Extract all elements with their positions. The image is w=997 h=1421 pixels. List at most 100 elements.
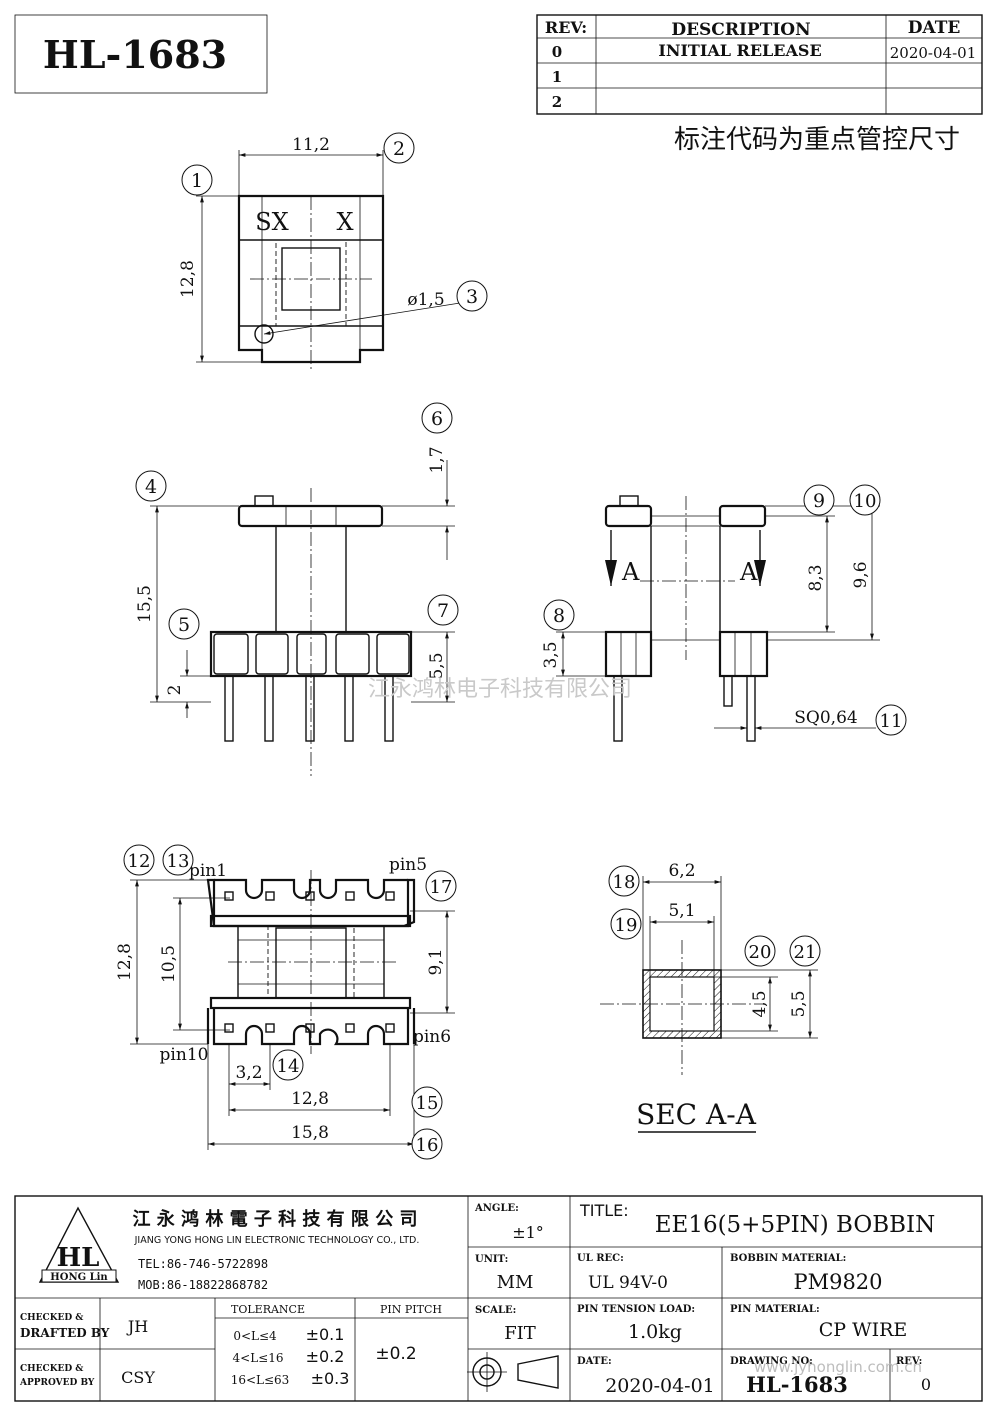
date-header: DATE	[908, 18, 961, 38]
svg-text:7: 7	[437, 600, 449, 622]
dim-bottom-height: 12,8	[115, 943, 135, 981]
balloon-1: 1	[181, 164, 213, 196]
tolerance-value-3: ±0.3	[311, 1369, 350, 1388]
title-label: TITLE:	[579, 1201, 629, 1220]
svg-text:14: 14	[277, 1056, 300, 1077]
dim-overall-height: 15,5	[135, 585, 155, 623]
svg-text:9: 9	[813, 490, 825, 512]
balloon-8: 8	[543, 599, 575, 631]
dim-top-height: 12,8	[178, 260, 198, 298]
section-arrow-right-label: A	[739, 558, 758, 586]
balloon-6: 6	[421, 402, 453, 434]
approved-by: CSY	[121, 1368, 155, 1387]
balloon-10: 10	[849, 484, 881, 516]
scale-label: SCALE:	[475, 1305, 516, 1316]
projection-symbol-icon	[467, 1352, 559, 1392]
bobbin-material-value: PM9820	[793, 1270, 882, 1294]
balloon-18: 18	[608, 865, 640, 897]
balloon-7: 7	[427, 594, 459, 626]
svg-text:8: 8	[553, 605, 565, 627]
pin6-label: pin6	[413, 1027, 451, 1047]
pin-tension-value: 1.0kg	[628, 1321, 682, 1343]
part-number-box: HL-1683	[14, 14, 268, 94]
dim-lower-height: 3,5	[541, 641, 561, 668]
checked-approved-label-2: APPROVED BY	[19, 1378, 95, 1388]
dim-sec-outer-w: 6,2	[668, 861, 695, 881]
rev-1: 1	[552, 68, 562, 86]
balloon-11: 11	[875, 704, 907, 736]
date-label: DATE:	[577, 1356, 612, 1367]
tolerance-label: TOLERANCE	[231, 1303, 305, 1316]
balloon-21: 21	[789, 935, 821, 967]
tolerance-value-2: ±0.2	[306, 1347, 345, 1366]
logo-text: HONG Lin	[50, 1272, 108, 1283]
tolerance-range-3: 16<L≤63	[231, 1373, 290, 1387]
svg-text:5: 5	[178, 614, 190, 636]
balloon-9: 9	[803, 484, 835, 516]
rev-label: REV:	[896, 1356, 922, 1367]
date-value: 2020-04-01	[605, 1375, 715, 1397]
svg-text:18: 18	[613, 872, 636, 893]
top-view: SX X 11,2 12,8 ø1,5	[178, 135, 461, 372]
bottom-view: pin1 pin5 pin6 pin10 12,8 10,5 9,1 3,2 1…	[115, 855, 455, 1150]
ul-rec-value: UL 94V-0	[588, 1273, 668, 1293]
svg-text:2: 2	[393, 138, 405, 160]
checked-approved-label-1: CHECKED &	[20, 1364, 83, 1374]
balloon-2: 2	[383, 132, 415, 164]
svg-text:3: 3	[466, 286, 478, 308]
dim-sec-inner-h: 4,5	[750, 990, 770, 1017]
part-number: HL-1683	[43, 32, 227, 77]
ul-rec-label: UL REC:	[577, 1253, 624, 1264]
svg-text:21: 21	[794, 942, 817, 963]
balloon-15: 15	[411, 1086, 443, 1118]
drafted-by: JH	[126, 1317, 148, 1336]
bobbin-material-label: BOBBIN MATERIAL:	[730, 1253, 846, 1264]
revision-table: REV: DESCRIPTION DATE 0 INITIAL RELEASE …	[536, 14, 983, 115]
angle-value: ±1°	[512, 1223, 544, 1242]
svg-text:4: 4	[145, 476, 157, 498]
sx-label: SX	[255, 208, 289, 236]
svg-text:12: 12	[128, 851, 151, 872]
pin5-label: pin5	[389, 855, 427, 875]
balloon-16: 16	[411, 1128, 443, 1160]
dim-top-width: 11,2	[292, 135, 330, 155]
balloon-4: 4	[135, 470, 167, 502]
dim-core-height: 9,1	[426, 948, 446, 975]
rev-value: 0	[921, 1375, 931, 1394]
dim-window-height: 8,3	[806, 564, 826, 591]
company-mob: MOB:86-18822868782	[138, 1278, 268, 1292]
svg-text:19: 19	[615, 915, 638, 936]
drawing-no-label: DRAWING NO:	[730, 1356, 813, 1367]
dim-inner-height: 10,5	[159, 945, 179, 983]
svg-text:15: 15	[416, 1093, 439, 1114]
checked-drafted-label-1: CHECKED &	[20, 1313, 83, 1323]
section-a-a-view: 6,2 5,1 4,5 5,5 SEC A-A	[600, 861, 818, 1133]
title-value: EE16(5+5PIN) BOBBIN	[655, 1212, 936, 1238]
section-title: SEC A-A	[636, 1098, 757, 1131]
dim-overall-height-side: 9,6	[851, 561, 871, 588]
rev-header: REV:	[545, 18, 587, 37]
checked-drafted-label-2: DRAFTED BY	[20, 1326, 110, 1340]
dim-base-height: 5,5	[427, 652, 447, 679]
website-watermark: www.jyhonglin.com.cn	[754, 1358, 922, 1376]
svg-text:10: 10	[854, 491, 877, 512]
svg-text:17: 17	[430, 877, 453, 898]
balloon-17: 17	[425, 870, 457, 902]
tolerance-range-1: 0<L≤4	[233, 1329, 277, 1343]
balloon-13: 13	[162, 844, 194, 876]
balloon-20: 20	[744, 935, 776, 967]
svg-text:11: 11	[880, 711, 903, 732]
pin10-label: pin10	[160, 1045, 209, 1065]
unit-label: UNIT:	[475, 1254, 508, 1265]
rev-0-date: 2020-04-01	[890, 44, 976, 62]
side-view: A A 8,3 9,6 3,5 SQ0,64	[541, 495, 880, 742]
rev-0-description: INITIAL RELEASE	[658, 41, 821, 60]
dim-sec-inner-w: 5,1	[668, 901, 695, 921]
dim-flange-thk: 1,7	[427, 446, 447, 473]
svg-text:16: 16	[416, 1135, 439, 1156]
drawing-no-value: HL-1683	[746, 1372, 848, 1397]
tolerance-range-2: 4<L≤16	[233, 1351, 284, 1365]
tolerance-value-1: ±0.1	[306, 1325, 345, 1344]
scale-value: FIT	[504, 1323, 536, 1344]
